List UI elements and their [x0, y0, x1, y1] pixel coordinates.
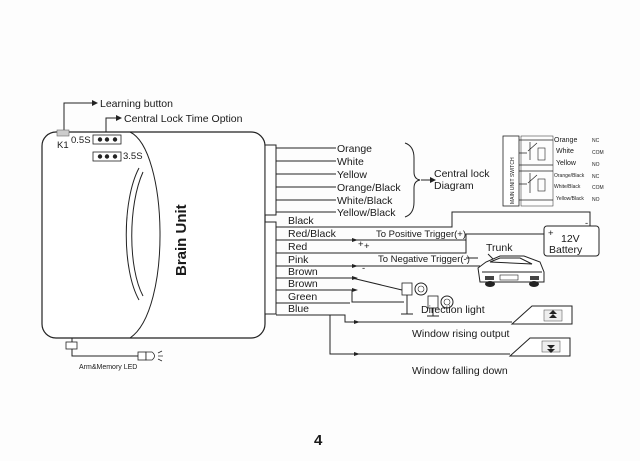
wire-brown-1: Brown — [288, 266, 318, 278]
svg-text:-: - — [362, 263, 365, 274]
jumper-0-5s-label: 0.5S — [71, 135, 91, 146]
connector-upper — [264, 144, 277, 216]
relay-pin-com-1: COM — [592, 150, 604, 156]
relay-pin-no-2: NO — [592, 197, 600, 203]
relay-white-black: White/Black — [554, 184, 581, 190]
direction-light-2-icon — [427, 295, 454, 317]
central-lock-diagram-label-1: Central lock — [434, 168, 490, 180]
wire-green: Green — [288, 291, 317, 303]
jumper-0-5s[interactable] — [92, 134, 122, 145]
wire-pink: Pink — [288, 254, 309, 266]
wire-blue: Blue — [288, 303, 309, 315]
relay-pin-no-1: NO — [592, 162, 600, 168]
central-lock-time-option-label: Central Lock Time Option — [124, 113, 243, 125]
wire-white: White — [337, 156, 364, 168]
learning-button[interactable] — [56, 129, 70, 137]
svg-text:+: + — [358, 239, 364, 250]
learning-button-label: Learning button — [100, 98, 173, 110]
trunk-label: Trunk — [486, 242, 513, 254]
wire-brown-2: Brown — [288, 278, 318, 290]
relay-yellow: Yellow — [556, 160, 577, 167]
relay-yellow-black: Yellow/Black — [556, 196, 584, 202]
window-rising-label: Window rising output — [412, 328, 510, 340]
main-unit-switch-label: MAIN UNIT SWITCH — [510, 157, 516, 204]
svg-text:+: + — [364, 241, 370, 252]
arm-memory-led-label: Arm&Memory LED — [79, 364, 137, 371]
window-falling-icon — [508, 337, 571, 357]
battery-12v-label: 12V — [561, 233, 580, 245]
window-rising-icon — [510, 305, 573, 325]
wire-orange-black: Orange/Black — [337, 182, 401, 194]
relay-orange: Orange — [554, 137, 577, 144]
to-positive-trigger-label: To Positive Trigger(+) — [376, 229, 466, 240]
svg-text:-: - — [585, 218, 588, 229]
relay-orange-black: Orange/Black — [554, 173, 585, 179]
wire-yellow: Yellow — [337, 169, 367, 181]
brain-unit-panel-curve — [129, 131, 161, 339]
connector-lower — [264, 221, 277, 315]
relay-pin-com-2: COM — [592, 185, 604, 191]
led-icon — [137, 350, 163, 362]
brain-unit-label: Brain Unit — [173, 204, 190, 276]
wire-black: Black — [288, 215, 314, 227]
central-lock-diagram-label-2: Diagram — [434, 180, 474, 192]
wire-white-black: White/Black — [337, 195, 393, 207]
jumper-3-5s[interactable] — [92, 151, 122, 162]
direction-light-label: Direction light — [421, 304, 485, 316]
car-icon — [477, 255, 545, 287]
to-negative-trigger-label: To Negative Trigger(-) — [378, 254, 470, 265]
relay-white: White — [556, 148, 574, 155]
k1-label: K1 — [57, 140, 69, 151]
relay-pin-nc-2: NC — [592, 174, 600, 180]
jumper-3-5s-label: 3.5S — [123, 151, 143, 162]
window-falling-label: Window falling down — [412, 365, 508, 377]
battery-label: Battery — [549, 244, 583, 256]
wire-yellow-black: Yellow/Black — [337, 207, 396, 219]
svg-text:+: + — [548, 228, 554, 239]
battery-icon: 12V Battery + — [543, 225, 600, 257]
brain-unit-box — [41, 131, 266, 339]
wire-orange: Orange — [337, 143, 372, 155]
relay-pin-nc-1: NC — [592, 138, 600, 144]
wire-red-black: Red/Black — [288, 228, 337, 240]
direction-light-1-icon — [401, 282, 428, 315]
page-number: 4 — [314, 432, 323, 449]
wire-red: Red — [288, 241, 307, 253]
